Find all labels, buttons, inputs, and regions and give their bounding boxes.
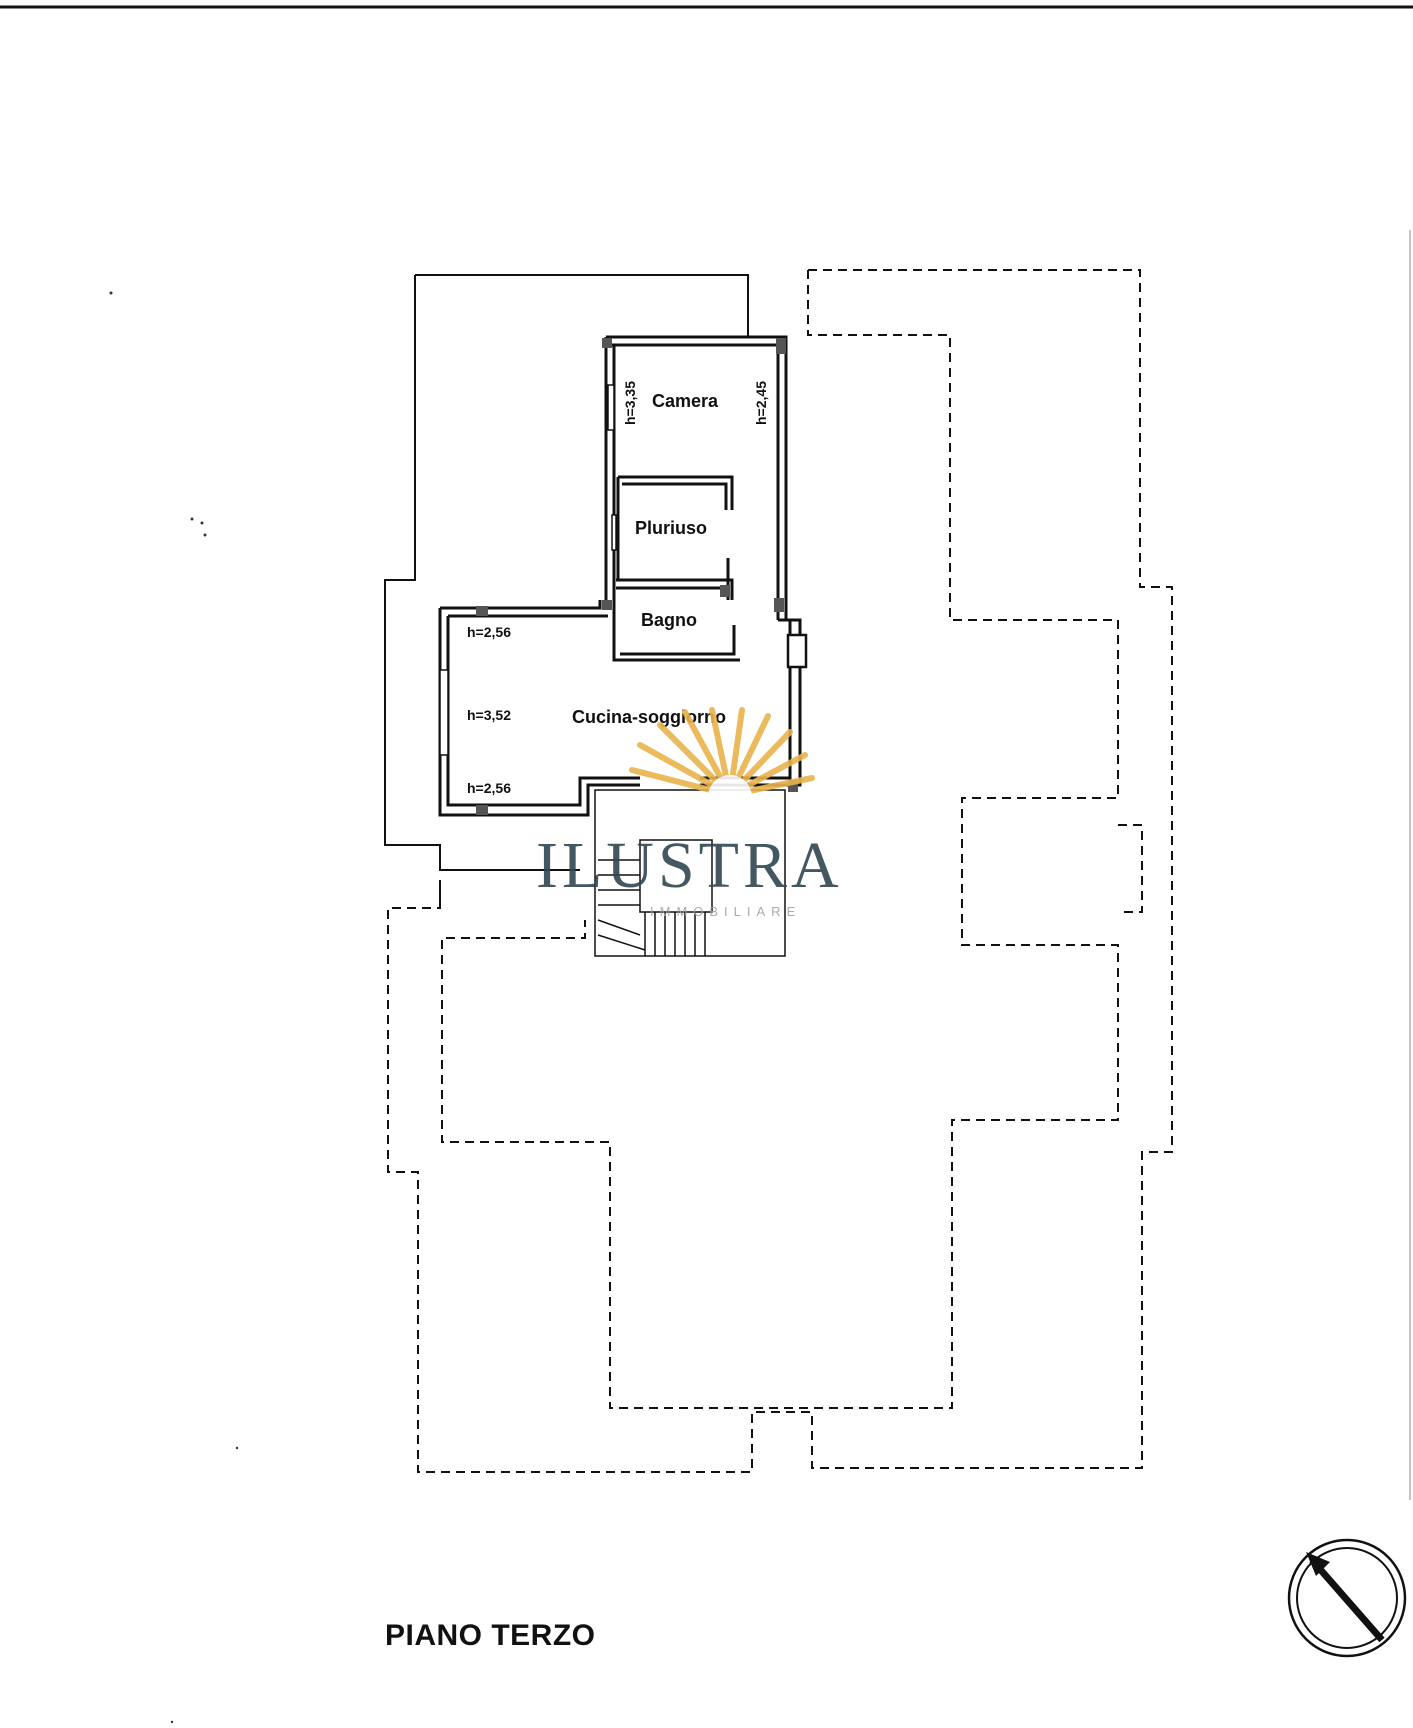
lower-floor-outline — [387, 269, 1173, 1473]
room-label-pluriuso: Pluriuso — [635, 518, 707, 538]
windows — [439, 384, 617, 756]
watermark-brand: ILUSTRA — [536, 829, 843, 902]
scan-specks — [109, 291, 239, 1724]
height-cucina-top: h=2,56 — [467, 624, 511, 640]
room-label-bagno: Bagno — [641, 610, 697, 630]
terrace-outline — [384, 274, 749, 871]
chimney — [786, 633, 808, 669]
north-arrow-icon — [1287, 1538, 1407, 1658]
wall-hatching — [476, 338, 798, 815]
height-cucina-mid: h=3,52 — [467, 707, 511, 723]
floor-title: PIANO TERZO — [385, 1619, 596, 1652]
right-inner-step — [1118, 824, 1143, 913]
height-camera-left: h=3,35 — [622, 381, 638, 425]
room-label-cucina-soggiorno: Cucina-soggiorno — [572, 707, 726, 727]
room-label-camera: Camera — [652, 391, 719, 411]
watermark-subtitle: IMMOBILIARE — [650, 904, 801, 919]
watermark-logo: ILUSTRA IMMOBILIARE — [536, 707, 843, 919]
staircase — [594, 789, 786, 957]
height-cucina-bottom: h=2,56 — [467, 780, 511, 796]
apartment-walls — [438, 335, 802, 817]
height-camera-right: h=2,45 — [753, 381, 769, 425]
